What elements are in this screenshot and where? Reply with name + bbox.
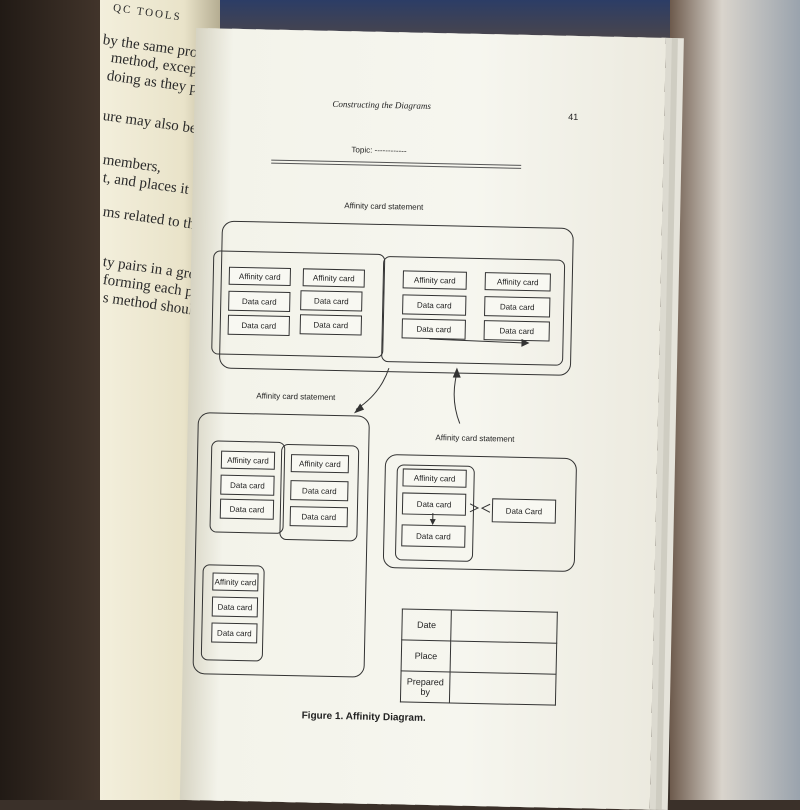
prepared-by-label: Prepared by <box>400 671 450 703</box>
table-row: Place <box>401 640 557 674</box>
table-row: Prepared by <box>400 671 556 705</box>
date-value <box>451 610 558 643</box>
background-right <box>670 0 800 800</box>
date-label: Date <box>402 609 452 641</box>
connector-bracket-right <box>482 504 490 512</box>
connector-curve-right <box>454 373 461 423</box>
table-row: Date <box>402 609 558 643</box>
place-label: Place <box>401 640 451 672</box>
arrow-head <box>521 339 529 347</box>
connector-curve-left <box>356 367 389 410</box>
right-page: Constructing the Diagrams 41 Topic: ----… <box>180 28 666 810</box>
left-header: QC TOOLS <box>112 2 182 23</box>
prepared-by-value <box>449 672 556 705</box>
arrow-head <box>453 367 461 377</box>
connector-line <box>429 339 521 343</box>
place-value <box>450 641 557 674</box>
connector-bracket-left <box>470 504 478 512</box>
signature-table: Date Place Prepared by <box>400 608 558 705</box>
arrow-head <box>430 519 436 525</box>
